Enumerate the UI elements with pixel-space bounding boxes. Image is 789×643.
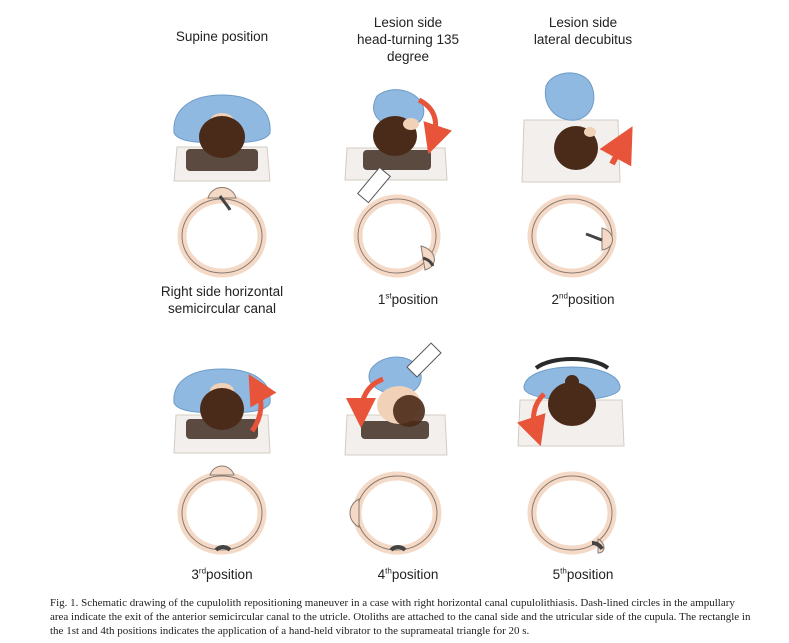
title-head-turning-line3: degree (386, 49, 430, 64)
label-position-4: 4thposition (323, 566, 493, 583)
label-canal-line2: semicircular canal (167, 301, 277, 316)
position-1-word: position (391, 292, 439, 307)
patient-position-3 (173, 368, 277, 454)
position-2-number: 2 (551, 292, 560, 307)
label-canal-line1: Right side horizontal (160, 284, 284, 299)
canal-position-2 (527, 194, 617, 278)
canal-position-4 (349, 471, 442, 555)
position-4-number: 4 (377, 567, 386, 582)
caption-line-1: Fig. 1. Schematic drawing of the cupulol… (50, 597, 735, 609)
position-3-suffix: rd (198, 566, 207, 576)
label-position-1: 1stposition (323, 291, 493, 308)
position-5-word: position (566, 567, 614, 582)
caption-line-3: the 1st and 4th positions indicates the … (50, 625, 530, 637)
position-2-word: position (567, 292, 615, 307)
label-right-horizontal-canal: Right side horizontal semicircular canal (137, 283, 307, 317)
position-1-number: 1 (377, 292, 386, 307)
title-decubitus-line2: lateral decubitus (533, 32, 633, 47)
title-lateral-decubitus: Lesion side lateral decubitus (498, 14, 668, 48)
position-5-suffix: th (560, 566, 567, 576)
label-position-2: 2ndposition (498, 291, 668, 308)
position-5-number: 5 (552, 567, 561, 582)
patient-head-turn (344, 89, 452, 204)
label-position-5: 5thposition (498, 566, 668, 583)
title-head-turning-line2: head-turning 135 (356, 32, 460, 47)
caption-line-2: area indicate the exit of the anterior s… (50, 611, 751, 623)
position-2-suffix: nd (559, 291, 568, 301)
patient-lateral-decubitus (521, 72, 633, 183)
canal-position-3 (177, 465, 267, 555)
position-4-word: position (391, 567, 439, 582)
patient-position-4 (344, 342, 448, 456)
canal-position-1 (353, 194, 441, 278)
position-4-suffix: th (385, 566, 392, 576)
canal-position-5 (527, 471, 617, 555)
position-3-word: position (206, 567, 253, 582)
title-head-turning: Lesion side head-turning 135 degree (323, 14, 493, 65)
label-position-3: 3rdposition (137, 566, 307, 583)
patient-supine (173, 94, 271, 182)
position-3-number: 3 (191, 567, 199, 582)
position-1-suffix: st (385, 291, 392, 301)
canal-supine (177, 187, 267, 278)
title-head-turning-line1: Lesion side (373, 15, 443, 30)
patient-position-5 (517, 357, 625, 447)
title-decubitus-line1: Lesion side (548, 15, 618, 30)
title-supine-position: Supine position (175, 29, 269, 44)
